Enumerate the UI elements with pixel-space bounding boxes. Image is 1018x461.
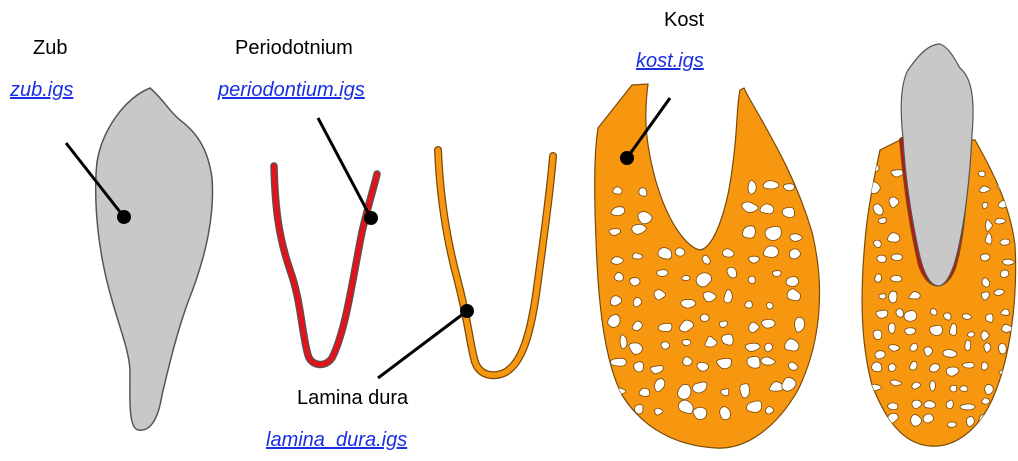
lamina-dura-fill [438,150,553,375]
bone-hole [772,271,781,277]
bone-hole [997,178,1006,191]
bone-hole [872,362,882,372]
periodontium-label: Periodotnium [235,36,353,60]
bone-hole [968,332,975,337]
bone-hole [682,275,690,280]
bone-hole [745,301,753,308]
periodontium-fill [274,166,377,364]
bone-hole [658,323,672,331]
bone-hole [888,364,896,372]
tooth-outline [96,88,213,430]
bone-hole [1000,270,1008,278]
bone-hole [762,319,776,328]
bone-hole [993,404,1005,411]
tooth-file-link[interactable]: zub.igs [10,78,73,102]
bone-hole [896,309,903,318]
bone-hole [982,398,990,404]
bone-hole [876,310,888,318]
bone-hole [870,399,878,411]
bone-hole [618,409,627,420]
bone-hole [766,302,773,309]
bone-hole [891,275,902,281]
bone-hole [639,188,647,197]
bone-hole [960,404,975,410]
bone-hole [634,362,644,372]
periodontium-file-link[interactable]: periodontium.igs [218,78,365,102]
bone-hole [950,385,957,392]
bone-hole [873,415,885,424]
bone-hole [748,276,755,283]
tooth-label: Zub [33,36,67,60]
bone-hole [657,270,668,277]
bone-hole [661,342,669,350]
bone-hole [786,277,799,287]
bone-hole [765,227,781,241]
bone-hole [1001,171,1011,177]
bone-hole [986,314,993,322]
bone-hole [981,362,988,370]
bone-hole [978,171,985,177]
bone-hole [888,403,898,410]
bone-hole [963,362,975,368]
pointer-lamina-dura [378,304,474,378]
bone-hole [947,422,956,427]
bone-hole [875,351,885,359]
bone-hole [891,254,902,261]
bone-hole [998,343,1006,354]
bone-hole [923,414,933,423]
bone-hole [1004,421,1013,428]
bone-hole [869,384,882,391]
bone-hole [675,248,685,256]
bone-hole [681,299,696,308]
bone-hole [630,278,640,286]
bone-hole [889,291,897,303]
bone-hole [878,218,886,224]
bone-outline [595,84,820,448]
bone-hole [879,294,886,299]
bone-hole [794,404,801,413]
bone-hole [877,255,887,262]
bone-hole [721,389,729,396]
bone-label: Kost [664,8,704,32]
assembled-model [862,44,1016,446]
bone-hole [613,187,622,194]
bone-hole [965,340,971,351]
periodontium-shape [274,166,377,364]
bone-shape [595,84,820,448]
tooth-shape [96,88,213,430]
bone-hole [635,405,643,414]
bone-file-link[interactable]: kost.igs [636,49,704,73]
bone-hole [980,254,989,261]
lamina-dura-file-link[interactable]: lamina_dura.igs [266,428,407,452]
bone-hole [765,406,773,413]
bone-hole [904,311,917,322]
bone-hole [658,248,672,260]
bone-hole [610,358,626,366]
bone-hole [960,386,968,392]
bone-hole [888,323,895,333]
bone-hole [700,314,709,321]
bone-hole [930,325,943,335]
bone-hole [783,184,794,191]
bone-hole [875,274,882,282]
lamina-dura-label: Lamina dura [297,386,408,410]
bone-hole [682,340,691,346]
bone-hole [1000,239,1010,245]
lamina-dura-shape [438,150,553,375]
bone-hole [1002,259,1014,265]
bone-hole [614,272,623,281]
bone-hole [930,381,936,391]
